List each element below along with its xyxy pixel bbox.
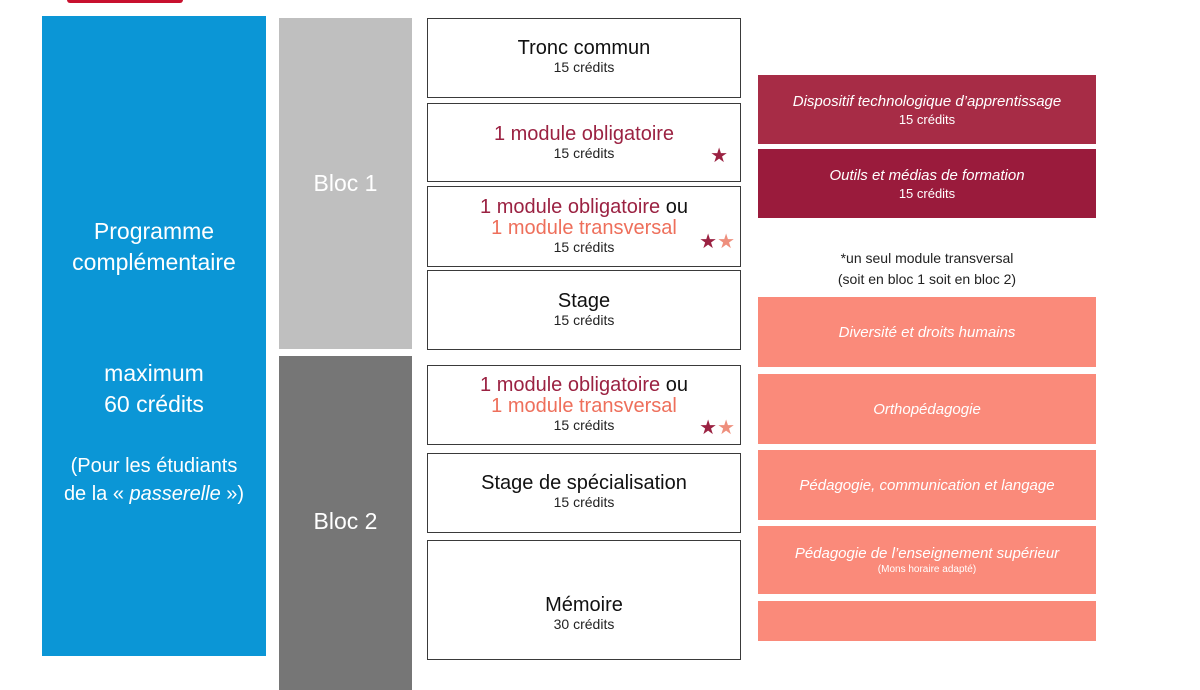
module-title: Pédagogie, communication et langage — [799, 476, 1055, 494]
star-transversal-icon: ★ — [717, 417, 735, 439]
tronc-commun-title: Tronc commun — [517, 37, 651, 59]
star-obligatoire-icon: ★ — [710, 145, 728, 167]
tronc-commun-box: Tronc commun 15 crédits — [427, 18, 741, 98]
module-title: Orthopédagogie — [873, 400, 981, 418]
module-title: Diversité et droits humains — [838, 323, 1016, 341]
memoire-box: Mémoire 30 crédits — [427, 540, 741, 660]
choice-line1: 1 module obligatoire ou — [480, 374, 688, 396]
bloc-1-label: Bloc 1 — [313, 170, 378, 196]
module-subtitle: (Mons horaire adapté) — [877, 564, 977, 575]
module-obligatoire-box: 1 module obligatoire 15 crédits ★ — [427, 103, 741, 182]
choice-credits: 15 crédits — [553, 239, 615, 255]
choice-box-bloc1: 1 module obligatoire ou 1 module transve… — [427, 186, 741, 267]
module-obligatoire-title: 1 module obligatoire — [493, 123, 675, 145]
memoire-credits: 30 crédits — [553, 616, 615, 632]
stage-specialisation-title: Stage de spécialisation — [481, 472, 687, 494]
transversal-module-card: Diversité et droits humains — [758, 297, 1096, 367]
stage-credits: 15 crédits — [553, 312, 615, 328]
transversal-module-card: Pédagogie, communication et langage — [758, 450, 1096, 520]
bloc-2-label: Bloc 2 — [313, 507, 378, 534]
module-credits: 15 crédits — [898, 111, 956, 127]
module-title: Pédagogie de l’enseignement supérieur — [794, 545, 1060, 562]
star-obligatoire-icon: ★ — [699, 231, 718, 253]
transversal-note: *un seul module transversal (soit en blo… — [837, 250, 1017, 287]
module-title: Dispositif technologique d’apprentissage — [792, 92, 1062, 110]
programme-title: Programme complémentaire — [72, 218, 236, 275]
stage-box: Stage 15 crédits — [427, 270, 741, 350]
transversal-module-card: Orthopédagogie — [758, 374, 1096, 444]
star-transversal-icon: ★ — [717, 231, 735, 253]
stage-specialisation-credits: 15 crédits — [553, 494, 615, 510]
choice-transversal: 1 module transversal — [491, 395, 677, 417]
bloc-1: Bloc 1 — [279, 18, 412, 349]
bloc-2: Bloc 2 — [279, 356, 412, 690]
choice-box-bloc2: 1 module obligatoire ou 1 module transve… — [427, 365, 741, 445]
module-card: Outils et médias de formation 15 crédits — [758, 149, 1096, 218]
memoire-title: Mémoire — [545, 594, 623, 616]
module-obligatoire-credits: 15 crédits — [553, 145, 615, 161]
programme-note-line2: de la « passerelle ») — [63, 483, 245, 505]
stage-title: Stage — [557, 290, 611, 312]
tronc-commun-credits: 15 crédits — [553, 59, 615, 75]
star-obligatoire-icon: ★ — [699, 417, 718, 439]
transversal-module-card: Pédagogie de l’enseignement supérieur (M… — [758, 526, 1096, 594]
stars-icon: ★★ — [699, 232, 735, 252]
stage-specialisation-box: Stage de spécialisation 15 crédits — [427, 453, 741, 533]
module-title: Outils et médias de formation — [829, 166, 1025, 184]
programme-complementaire-panel: Programme complémentaire maximum 60 créd… — [42, 16, 266, 656]
programme-note: (Pour les étudiants de la « passerelle »… — [42, 452, 266, 508]
choice-line1: 1 module obligatoire ou — [480, 196, 688, 218]
choice-credits: 15 crédits — [553, 417, 615, 433]
programme-maximum: maximum 60 crédits — [104, 360, 204, 417]
module-credits: 15 crédits — [898, 185, 956, 201]
stars-icon: ★★ — [699, 418, 735, 438]
top-brand-bar — [67, 0, 183, 3]
transversal-module-card-partial — [758, 601, 1096, 641]
module-card: Dispositif technologique d’apprentissage… — [758, 75, 1096, 144]
choice-transversal: 1 module transversal — [491, 217, 677, 239]
